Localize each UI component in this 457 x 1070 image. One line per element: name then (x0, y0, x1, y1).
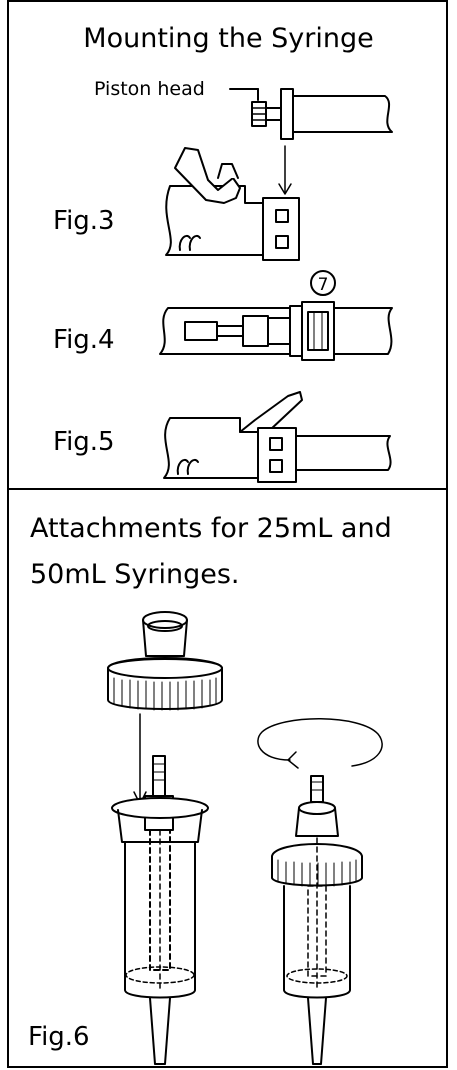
rotate-arrow-icon (257, 718, 383, 769)
fig6-label: Fig.6 (28, 1022, 90, 1052)
fig4-label: Fig.4 (53, 325, 115, 355)
fig3-label: Fig.3 (53, 206, 115, 236)
down-arrow-icon (278, 145, 292, 195)
section-divider (7, 488, 448, 490)
syringe-barrel-illustration (251, 88, 393, 140)
section-title-mounting: Mounting the Syringe (83, 23, 374, 54)
fig6-syringe-left-illustration (111, 755, 209, 1065)
fig4-mounted-illustration (159, 270, 393, 361)
section-title-attachments: Attachments for 25mL and 50mL Syringes. (30, 506, 440, 598)
attachments-title-line1: Attachments for 25mL and (30, 513, 392, 544)
fig6-cap-left-illustration (107, 611, 223, 711)
fig6-syringe-right-illustration (271, 775, 363, 1065)
fig5-closed-illustration (163, 391, 392, 483)
piston-head-label: Piston head (94, 78, 205, 100)
fig3-holder-illustration (165, 147, 300, 261)
callout-number: 7 (318, 275, 329, 295)
piston-leader-line (229, 88, 259, 101)
fig6-arrow-icon (133, 713, 147, 805)
page-border (7, 0, 448, 1068)
attachments-title-line2: 50mL Syringes. (30, 559, 240, 590)
fig5-label: Fig.5 (53, 427, 115, 457)
